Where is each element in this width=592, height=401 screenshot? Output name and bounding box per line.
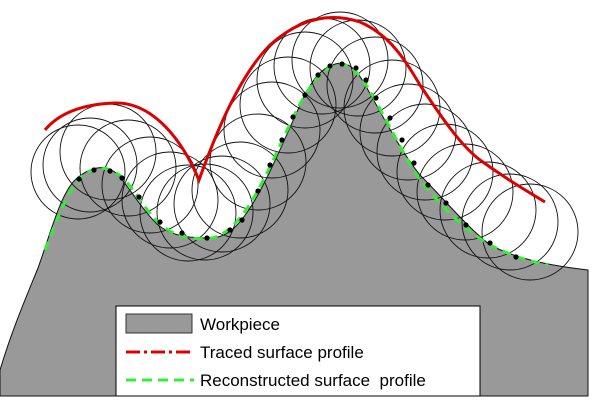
contact-point (363, 77, 369, 83)
probe-circle (101, 136, 199, 234)
contact-point (136, 194, 142, 200)
reconstructed-surface-profile (43, 62, 549, 267)
probe-circle (359, 83, 457, 181)
contact-point (443, 200, 449, 206)
legend-label-workpiece: Workpiece (200, 315, 280, 334)
probe-circle (326, 36, 424, 134)
contact-point (227, 227, 233, 233)
contact-point (487, 240, 493, 246)
contact-point (327, 63, 333, 69)
contact-points (76, 61, 519, 260)
contact-point (279, 137, 285, 143)
probe-circle (121, 151, 219, 249)
contact-point (302, 92, 308, 98)
legend-label-reconstructed: Reconstructed surface profile (200, 371, 426, 390)
contact-point (255, 188, 261, 194)
probe-circle (173, 155, 271, 253)
probe-circle (376, 103, 474, 201)
contact-point (513, 254, 519, 260)
contact-point (119, 175, 125, 181)
contact-point (91, 167, 97, 173)
probe-circle (30, 124, 126, 220)
contact-point (239, 217, 245, 223)
contact-point (399, 137, 405, 143)
probe-circle (79, 119, 177, 217)
probe-circle (481, 183, 579, 281)
probe-circle (396, 123, 494, 221)
contact-point (353, 65, 359, 71)
probe-circle (239, 56, 337, 154)
probe-circle (223, 81, 321, 179)
contact-point (315, 72, 321, 78)
contact-point (373, 95, 379, 101)
legend: Workpiece Traced surface profile Reconst… (115, 305, 481, 397)
contact-point (425, 182, 431, 188)
contact-point (76, 176, 82, 182)
contact-point (179, 230, 185, 236)
contact-point (387, 115, 393, 121)
probe-circle (461, 173, 559, 271)
probe-circle (343, 59, 441, 157)
contact-point (204, 235, 210, 241)
contact-point (411, 160, 417, 166)
contact-point (290, 114, 296, 120)
contact-point (107, 168, 113, 174)
legend-label-traced: Traced surface profile (200, 343, 364, 362)
probe-circle (139, 164, 237, 262)
contact-point (463, 222, 469, 228)
contact-point (339, 61, 345, 67)
probe-circle (209, 113, 307, 211)
legend-swatch-workpiece (125, 313, 193, 334)
contact-point (157, 219, 163, 225)
contact-point (267, 162, 273, 168)
probe-circle (439, 161, 537, 259)
probe-circle (191, 141, 289, 239)
traced-surface-profile (43, 15, 546, 204)
